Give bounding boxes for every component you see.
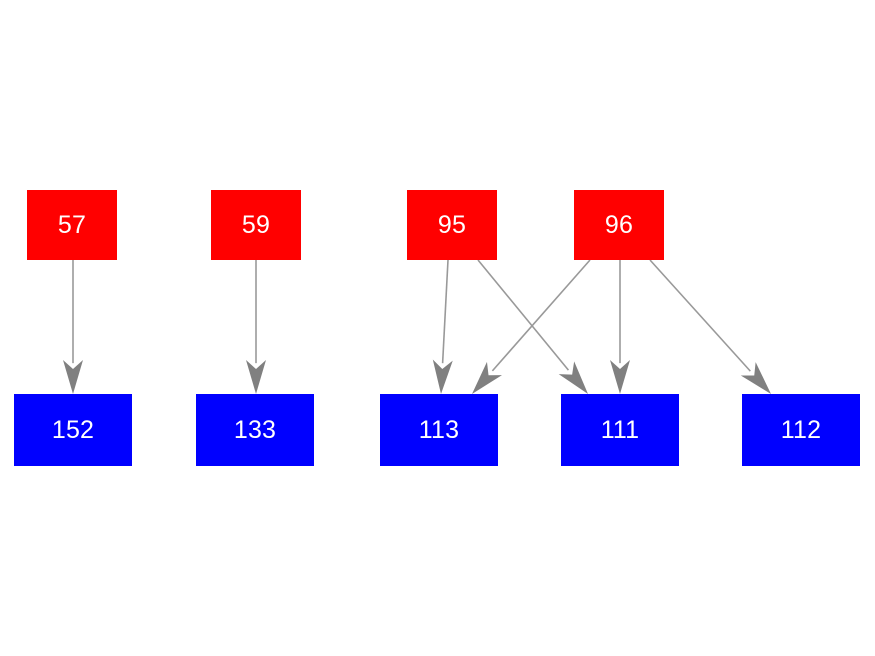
edge-59-to-133 bbox=[246, 260, 266, 394]
arrow-head-icon bbox=[432, 359, 453, 394]
node-152[interactable]: 152 bbox=[14, 394, 132, 466]
edge-96-to-113 bbox=[472, 259, 591, 394]
arrow-head-icon bbox=[610, 360, 630, 394]
node-111[interactable]: 111 bbox=[561, 394, 679, 466]
edge-line bbox=[649, 259, 751, 372]
node-label: 95 bbox=[437, 210, 467, 239]
node-label: 59 bbox=[241, 210, 271, 239]
node-57[interactable]: 57 bbox=[27, 190, 117, 260]
arrow-head-icon bbox=[740, 362, 771, 394]
node-label: 57 bbox=[57, 210, 87, 239]
edge-line bbox=[441, 259, 449, 364]
edge-96-to-112 bbox=[649, 259, 771, 394]
edge-line bbox=[491, 259, 591, 372]
edge-57-to-152 bbox=[63, 260, 83, 394]
node-112[interactable]: 112 bbox=[742, 394, 860, 466]
node-133[interactable]: 133 bbox=[196, 394, 314, 466]
edge-line bbox=[477, 259, 570, 371]
node-label: 96 bbox=[604, 210, 634, 239]
node-label: 113 bbox=[418, 415, 460, 444]
arrow-head-icon bbox=[558, 361, 588, 394]
edge-95-to-113 bbox=[432, 259, 453, 394]
arrow-head-icon bbox=[246, 360, 266, 394]
node-113[interactable]: 113 bbox=[380, 394, 498, 466]
node-label: 112 bbox=[780, 415, 822, 444]
edge-95-to-111 bbox=[477, 259, 588, 394]
arrow-head-icon bbox=[472, 361, 502, 394]
node-95[interactable]: 95 bbox=[407, 190, 497, 260]
node-59[interactable]: 59 bbox=[211, 190, 301, 260]
node-96[interactable]: 96 bbox=[574, 190, 664, 260]
node-label: 133 bbox=[233, 415, 277, 444]
node-label: 152 bbox=[51, 415, 95, 444]
arrow-head-icon bbox=[63, 360, 83, 394]
node-label: 111 bbox=[600, 415, 640, 444]
edge-96-to-111 bbox=[610, 260, 630, 394]
